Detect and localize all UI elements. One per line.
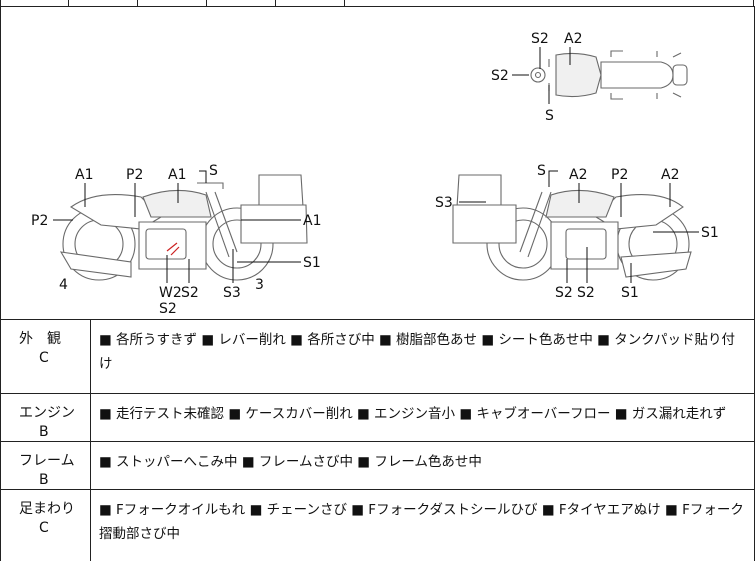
header-row-fragment (0, 0, 755, 7)
left-label-w2: W2 (159, 285, 182, 301)
right-view-bike (452, 174, 692, 281)
category-grade: B (39, 424, 49, 440)
right-label-a2-b: A2 (661, 167, 679, 183)
category-grade: B (39, 472, 49, 488)
right-label-a2-a: A2 (569, 167, 587, 183)
row-exterior: 外 観 C ■ 各所うすきず ■ レバー削れ ■ 各所さび中 ■ 樹脂部色あせ … (0, 320, 755, 394)
row-engine: エンジン B ■ 走行テスト未確認 ■ ケースカバー削れ ■ エンジン音小 ■ … (0, 394, 755, 442)
top-label-a2: A2 (564, 31, 582, 47)
category-grade: C (39, 520, 49, 536)
category-name: 外 観 (19, 331, 61, 347)
top-view-labels: S2 A2 S2 S (491, 31, 582, 124)
row-engine-notes: ■ 走行テスト未確認 ■ ケースカバー削れ ■ エンジン音小 ■ キャブオーバー… (99, 406, 727, 422)
left-label-p2-b: P2 (31, 213, 48, 229)
row-exterior-notes: ■ 各所うすきず ■ レバー削れ ■ 各所さび中 ■ 樹脂部色あせ ■ シート色… (99, 332, 736, 372)
right-label-s: S (537, 163, 546, 179)
left-label-s3: S3 (223, 285, 241, 301)
left-label-3: 3 (255, 277, 264, 293)
right-label-s1-a: S1 (701, 225, 719, 241)
left-label-a1-c: A1 (303, 213, 321, 229)
left-label-4: 4 (59, 277, 68, 293)
right-label-s2-a: S2 (555, 285, 573, 301)
left-view-labels: A1 P2 A1 S P2 A1 S1 W2 S2 S2 S3 3 4 (31, 163, 321, 317)
left-label-a1-b: A1 (168, 167, 186, 183)
category-name: エンジン (19, 405, 75, 421)
category-grade: C (39, 350, 49, 366)
damage-diagram: S2 A2 S2 S (0, 7, 755, 320)
right-label-s1-b: S1 (621, 285, 639, 301)
row-suspension-notes: ■ Fフォークオイルもれ ■ チェーンさび ■ Fフォークダストシールひび ■ … (99, 502, 744, 542)
row-frame-label: フレーム B (1, 442, 91, 489)
right-label-s2-b: S2 (577, 285, 595, 301)
top-label-s2-a: S2 (531, 31, 549, 47)
right-view-labels: S A2 P2 A2 S3 S1 S2 S2 S1 (435, 163, 719, 301)
motorcycle-diagram-svg: S2 A2 S2 S (31, 31, 719, 317)
row-engine-label: エンジン B (1, 394, 91, 441)
row-suspension: 足まわり C ■ Fフォークオイルもれ ■ チェーンさび ■ Fフォークダストシ… (0, 490, 755, 561)
right-label-p2: P2 (611, 167, 628, 183)
top-label-s2-b: S2 (491, 68, 509, 84)
row-suspension-label: 足まわり C (1, 490, 91, 561)
left-label-s1: S1 (303, 255, 321, 271)
category-name: 足まわり (19, 501, 75, 517)
top-label-s: S (545, 108, 554, 124)
row-frame: フレーム B ■ ストッパーへこみ中 ■ フレームさび中 ■ フレーム色あせ中 (0, 442, 755, 490)
row-frame-notes: ■ ストッパーへこみ中 ■ フレームさび中 ■ フレーム色あせ中 (99, 454, 482, 470)
left-label-a1-a: A1 (75, 167, 93, 183)
left-label-s: S (209, 163, 218, 179)
left-view-bike (59, 174, 308, 281)
right-label-s3: S3 (435, 195, 453, 211)
row-exterior-label: 外 観 C (1, 320, 91, 393)
category-name: フレーム (19, 453, 75, 469)
left-label-p2-a: P2 (126, 167, 143, 183)
left-label-s2-b: S2 (159, 301, 177, 317)
top-view-bike (530, 50, 688, 100)
left-label-s2-a: S2 (181, 285, 199, 301)
